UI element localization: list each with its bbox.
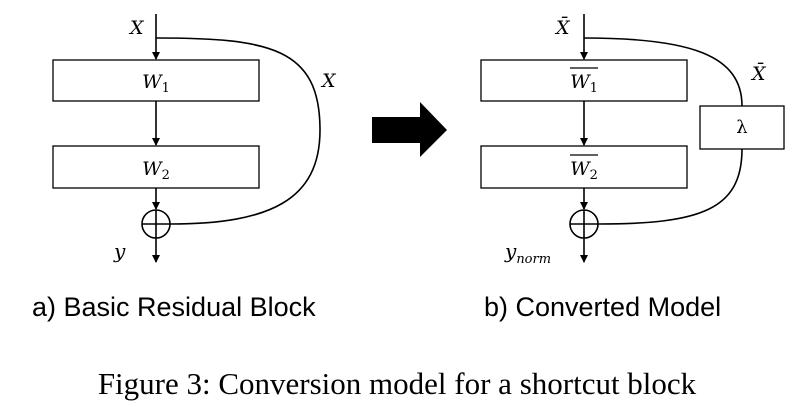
panel-b-scale-label: λ bbox=[736, 117, 747, 138]
panel-a-layer1-label: W1 bbox=[142, 71, 170, 96]
panel-b-shortcut-label: X̄ bbox=[750, 62, 767, 85]
panel-a-shortcut-label: X bbox=[320, 70, 337, 92]
panel-a-shortcut-path bbox=[155, 37, 321, 225]
panel-b-output-label: ynorm bbox=[504, 239, 551, 267]
panel-b-layer2-label: W2 bbox=[570, 158, 598, 183]
panel-a-subtitle: a) Basic Residual Block bbox=[32, 292, 316, 322]
panel-a-sum-node bbox=[141, 209, 171, 239]
panel-a-input-label: X bbox=[128, 17, 145, 39]
panel-b-layer1-box bbox=[480, 59, 688, 102]
panel-b-layer1-label: W1 bbox=[570, 71, 598, 96]
panel-a-output-label: y bbox=[113, 239, 126, 263]
panel-b-sum-node bbox=[569, 209, 599, 239]
panel-b-shortcut-path-upper bbox=[583, 37, 743, 107]
panel-a-layer2-label: W2 bbox=[142, 158, 170, 183]
panel-b-shortcut-path-lower bbox=[597, 148, 743, 225]
panel-a: X W1 W2 y X bbox=[52, 14, 337, 263]
conversion-arrow-icon bbox=[372, 102, 447, 157]
panel-b-subtitle: b) Converted Model bbox=[484, 292, 722, 322]
panel-b: X̄ W1 W2 ynorm λ X̄ bbox=[480, 14, 785, 267]
panel-b-layer2-box bbox=[480, 145, 688, 189]
figure-caption: Figure 3: Conversion model for a shortcu… bbox=[97, 366, 697, 401]
panel-b-scale-box bbox=[699, 105, 785, 150]
panel-b-input-label: X̄ bbox=[554, 16, 571, 39]
